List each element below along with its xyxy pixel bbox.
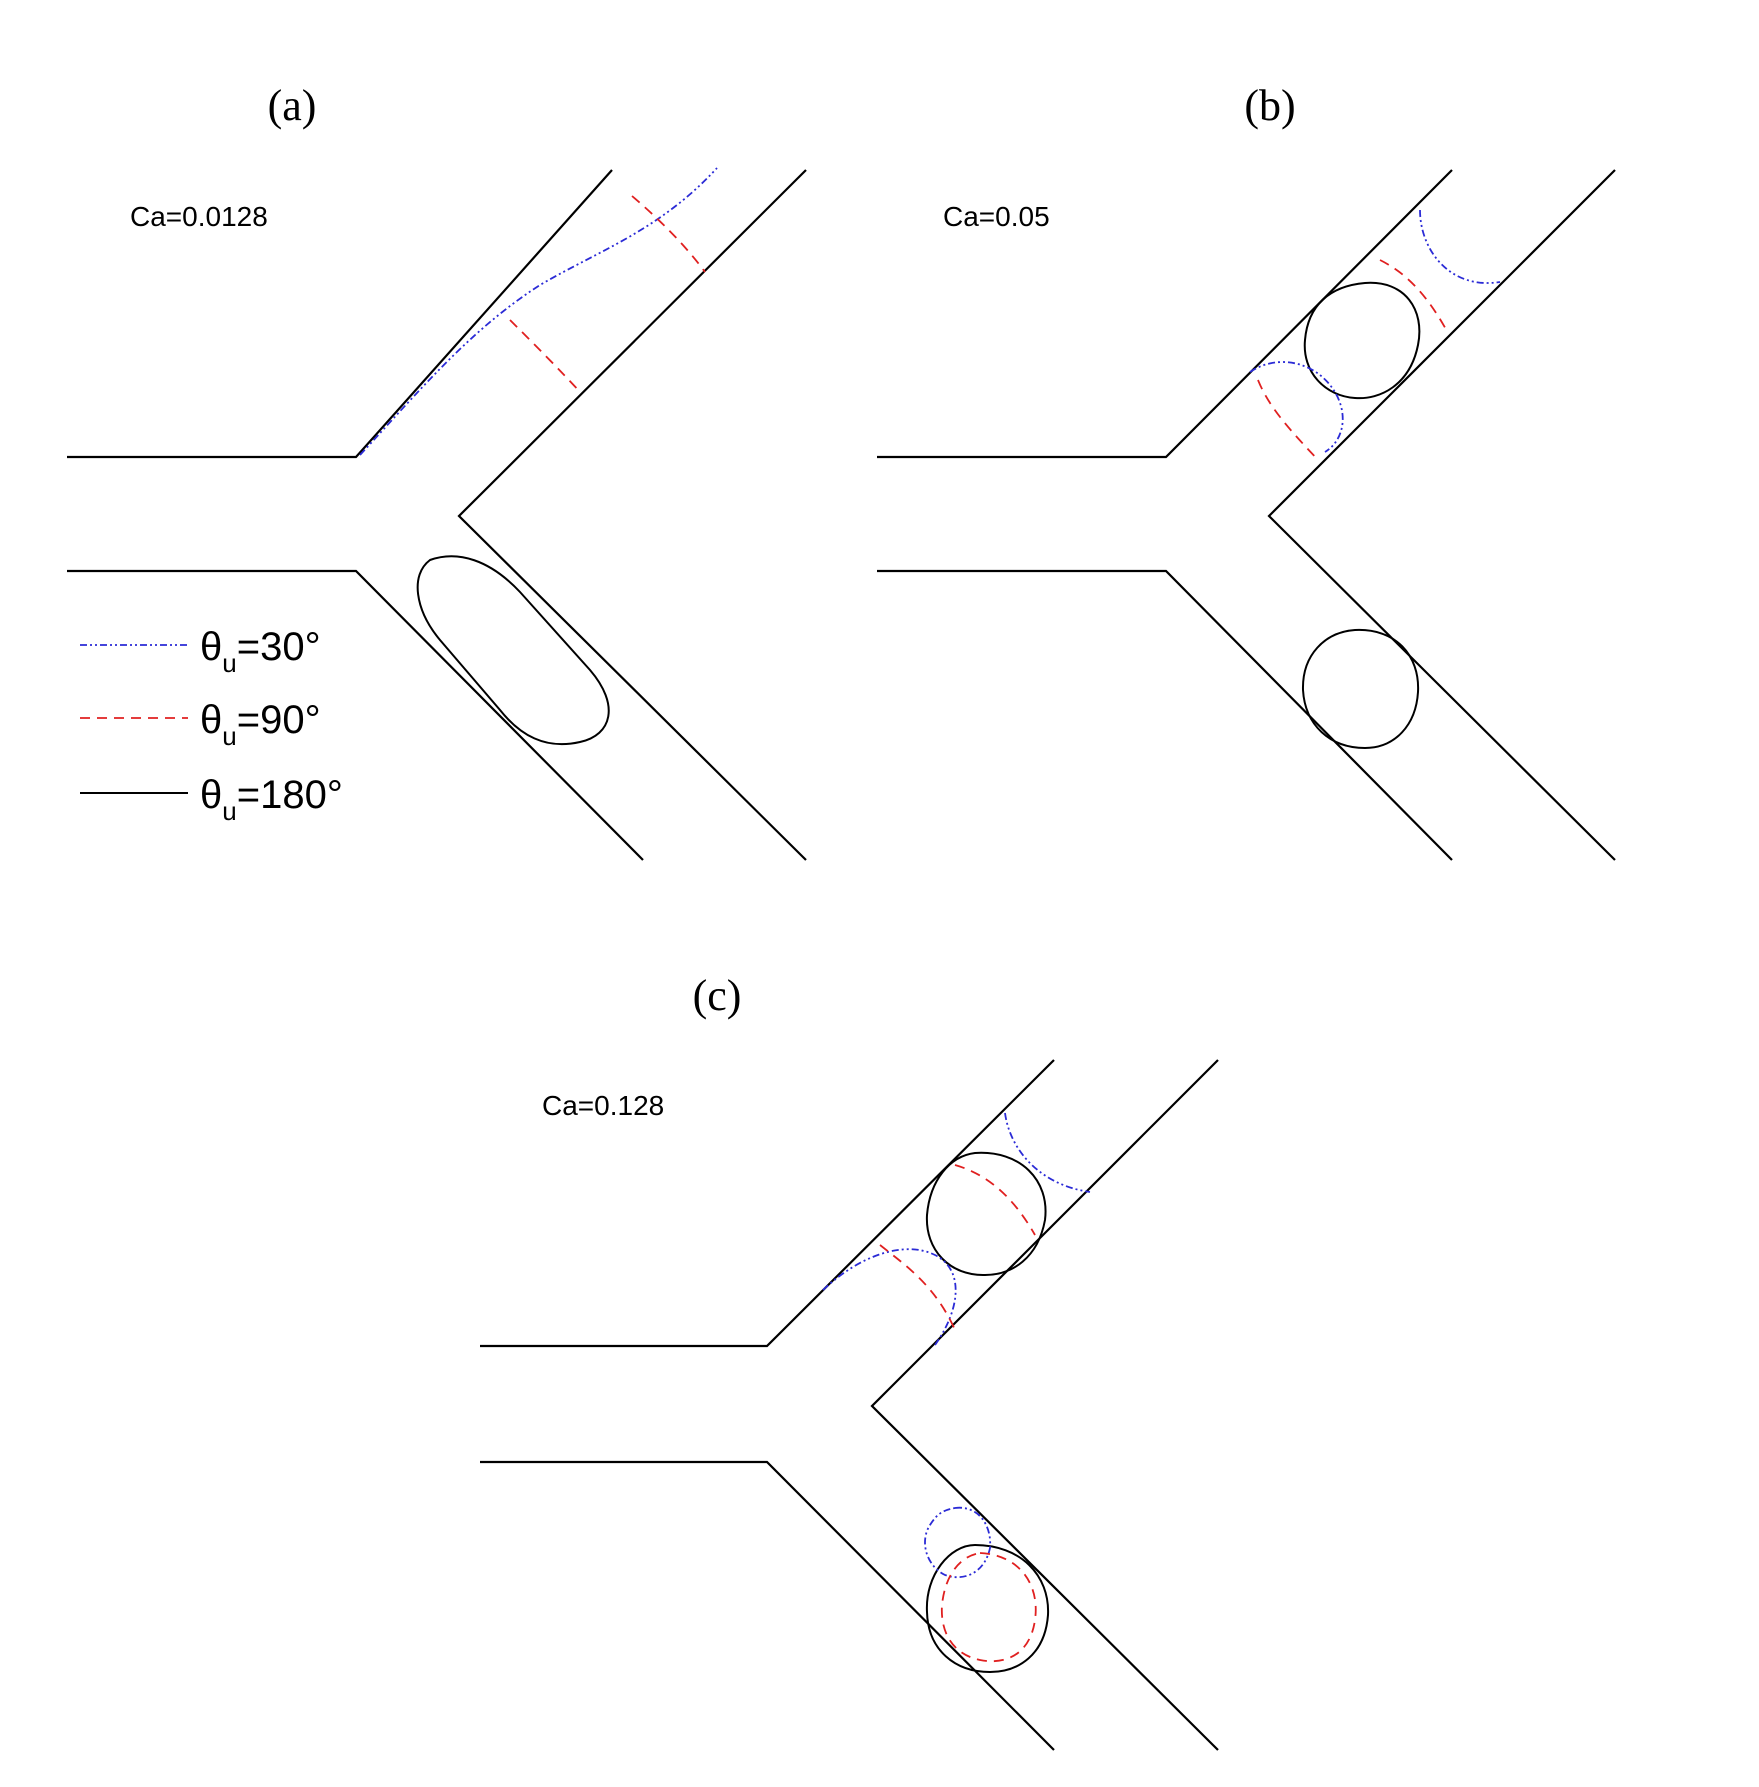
interface-90-a-2 <box>631 195 706 273</box>
droplet-180-b-upper <box>1303 281 1421 400</box>
interface-90-c-1 <box>954 1164 1036 1236</box>
droplet-180-a <box>416 555 610 746</box>
legend-label-90: θu=90° <box>200 698 321 751</box>
legend: θu=30° θu=90° θu=180° <box>80 625 343 826</box>
panel-a: (a) Ca=0.0128 θu=30° θu=90° θu=180° <box>67 81 807 861</box>
channel-walls-a <box>67 169 807 861</box>
interface-90-c-3 <box>941 1552 1037 1663</box>
wall-lower-left-a <box>67 569 644 861</box>
channel-walls-b <box>877 169 1616 861</box>
panel-a-ca: Ca=0.0128 <box>130 201 268 232</box>
droplet-180-c-lower <box>925 1543 1050 1674</box>
interface-90-b-2 <box>1257 379 1319 461</box>
interface-30-c-3 <box>924 1506 991 1579</box>
wall-inner-a <box>457 169 807 861</box>
wall-upper-left-a <box>67 169 613 459</box>
panel-b: (b) Ca=0.05 <box>877 81 1616 861</box>
droplet-180-c-upper <box>925 1151 1047 1277</box>
panel-b-label: (b) <box>1244 81 1295 130</box>
channel-walls-c <box>480 1059 1219 1751</box>
panel-c: (c) Ca=0.128 <box>480 971 1219 1751</box>
interface-90-a-1 <box>509 319 581 393</box>
panel-a-label: (a) <box>268 81 317 130</box>
wall-lower-left-c <box>480 1460 1055 1751</box>
legend-label-180: θu=180° <box>200 773 343 826</box>
wall-upper-left-c <box>480 1059 1055 1348</box>
wall-inner-c <box>870 1059 1219 1751</box>
interface-90-b-1 <box>1379 259 1449 334</box>
panel-c-label: (c) <box>693 971 742 1020</box>
interface-30-c-1 <box>1004 1112 1091 1193</box>
interface-90-c-2 <box>879 1244 956 1331</box>
interface-30-b-2 <box>1249 361 1344 453</box>
panel-c-ca: Ca=0.128 <box>542 1090 664 1121</box>
legend-label-30: θu=30° <box>200 625 321 678</box>
interface-30-c-2 <box>822 1248 957 1346</box>
interface-30-b-1 <box>1419 209 1501 284</box>
panel-b-ca: Ca=0.05 <box>943 201 1050 232</box>
wall-upper-left-b <box>877 169 1453 459</box>
wall-lower-left-b <box>877 569 1453 861</box>
wall-inner-b <box>1267 169 1616 861</box>
droplet-180-b-lower <box>1301 628 1420 750</box>
